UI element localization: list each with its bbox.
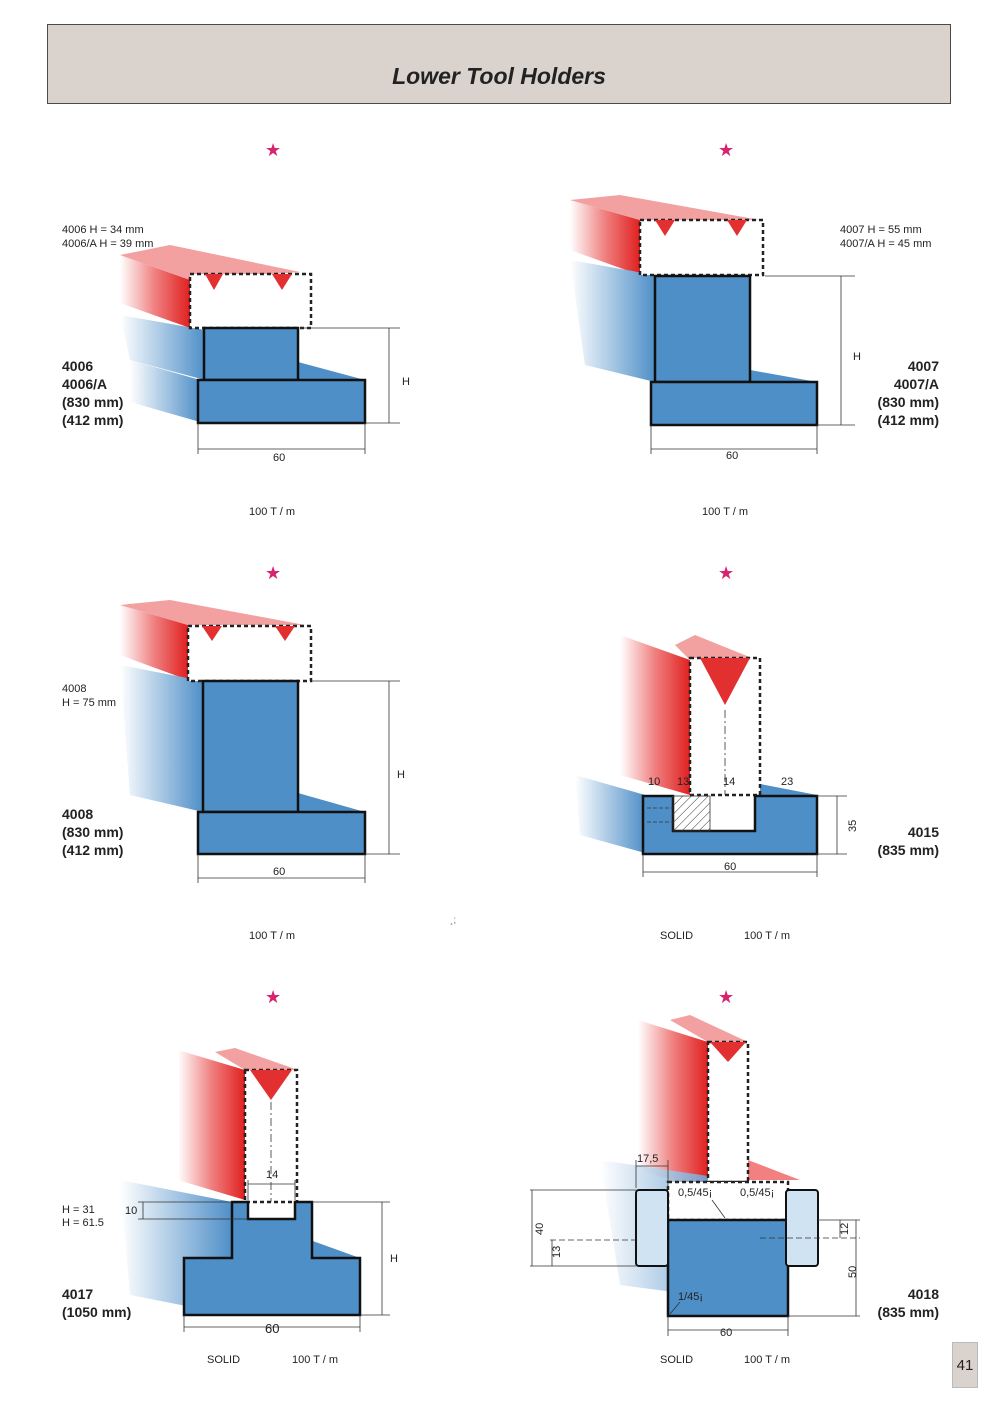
tool-4006-dim-h: H (402, 376, 410, 388)
tool-4015-capacity: 100 T / m (744, 930, 791, 942)
tool-4015-dim-w: 60 (724, 861, 736, 873)
tool-4018-model: 4018(835 mm) (877, 1286, 939, 1320)
tool-4015-dim-b: 13 (677, 776, 689, 788)
tool-4017-dim-slot: 14 (266, 1169, 278, 1181)
tool-4017-drawing: 14 10 H 60 (120, 1048, 398, 1336)
tool-4015-dim-h: 35 (847, 820, 859, 832)
tool-4015-model: 4015(835 mm) (877, 824, 939, 858)
tool-4018-capacity: 100 T / m (744, 1354, 791, 1366)
tool-4015-material: SOLID (660, 930, 694, 942)
tool-4015-dim-d: 23 (781, 776, 793, 788)
tool-4015-dim-a: 10 (648, 776, 660, 788)
star-icon: ★ (265, 563, 282, 583)
tool-4018-dim-top: 17,5 (637, 1153, 658, 1165)
tool-4007-spec-2: 4007/A H = 45 mm (840, 238, 932, 250)
tool-4017-dim-depth: 10 (125, 1205, 137, 1217)
tool-4015-dim-c: 14 (723, 776, 735, 788)
tool-4008-drawing: H 60 (120, 600, 405, 883)
star-icon: ★ (718, 140, 735, 160)
tool-4018-drawing: 17,5 0,5/45¡ 0,5/45¡ 1/45¡ 40 13 12 50 6… (530, 1015, 860, 1339)
stray-mark: ¸; (450, 915, 457, 926)
tool-4018-dim-ch3: 1/45¡ (678, 1291, 703, 1303)
tool-4008-model: 4008(830 mm)(412 mm) (62, 806, 124, 858)
tool-4007-dim-w: 60 (726, 450, 738, 462)
tool-4018-dim-ch1: 0,5/45¡ (678, 1187, 712, 1199)
tool-4006-dim-w: 60 (273, 452, 285, 464)
tool-4018-dim-w: 60 (720, 1327, 732, 1339)
tool-4006-spec-2: 4006/A H = 39 mm (62, 238, 154, 250)
star-icon: ★ (265, 140, 282, 160)
tool-4008-dim-h: H (397, 769, 405, 781)
tool-4007-dim-h: H (853, 351, 861, 363)
page-number: 41 (952, 1342, 978, 1388)
tool-4007-drawing: H 60 (570, 195, 861, 462)
tool-4008-dim-w: 60 (273, 866, 285, 878)
tool-4018-dim-50: 50 (847, 1266, 859, 1278)
tool-4017-model: 4017(1050 mm) (62, 1286, 132, 1320)
page-header: Lower Tool Holders (47, 24, 951, 104)
tool-4017-spec-1: H = 31 (62, 1204, 95, 1216)
tool-4018-dim-ch2: 0,5/45¡ (740, 1187, 774, 1199)
tool-4006-drawing: H 60 (120, 245, 410, 464)
tool-4006-spec-1: 4006 H = 34 mm (62, 224, 144, 236)
tool-4017-spec-2: H = 61.5 (62, 1217, 104, 1229)
tool-4015-drawing: 10 13 14 23 60 35 (575, 635, 859, 877)
tool-4017-capacity: 100 T / m (292, 1354, 339, 1366)
tool-4018-dim-12: 12 (839, 1223, 851, 1235)
tool-4018-dim-40: 40 (534, 1223, 546, 1235)
tool-4008-capacity: 100 T / m (249, 930, 296, 942)
star-icon: ★ (718, 563, 735, 583)
tool-4018-dim-13: 13 (551, 1246, 563, 1258)
tool-4007-capacity: 100 T / m (702, 506, 749, 518)
tool-4017-material: SOLID (207, 1354, 241, 1366)
tool-4008-spec-1: 4008 (62, 683, 87, 695)
tool-4017-dim-w: 60 (265, 1321, 279, 1336)
tool-4007-spec-1: 4007 H = 55 mm (840, 224, 922, 236)
page-title: Lower Tool Holders (392, 63, 606, 89)
tool-4008-spec-2: H = 75 mm (62, 697, 117, 709)
star-icon: ★ (718, 987, 735, 1007)
tool-4018-material: SOLID (660, 1354, 694, 1366)
tool-4006-capacity: 100 T / m (249, 506, 296, 518)
tool-4017-dim-h: H (390, 1253, 398, 1265)
star-icon: ★ (265, 987, 282, 1007)
